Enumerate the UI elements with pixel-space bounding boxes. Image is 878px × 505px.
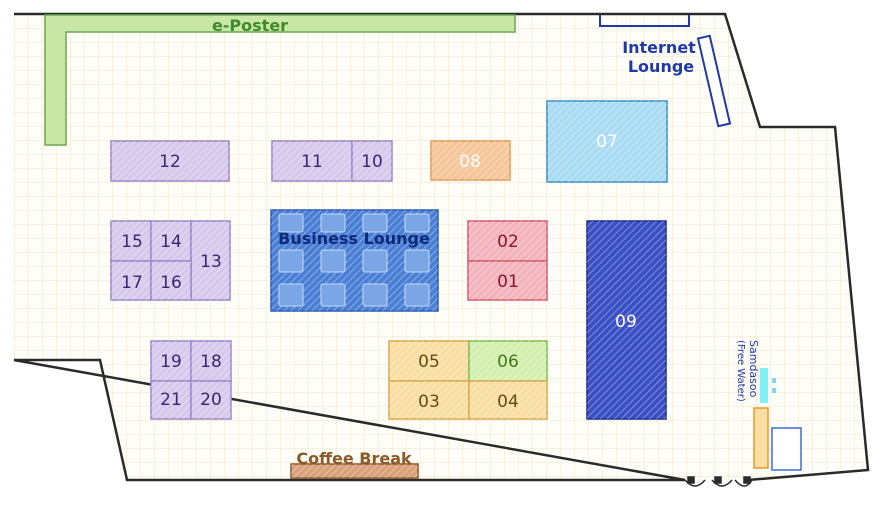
booth-02-label: 02 — [497, 232, 519, 252]
booth-21[interactable]: 21 — [150, 380, 192, 420]
lounge-tables — [278, 213, 430, 307]
water-drop-icon — [772, 378, 776, 393]
booth-11[interactable]: 11 — [271, 140, 353, 182]
booth-07[interactable]: 07 — [546, 100, 668, 183]
water-dispenser — [760, 368, 768, 403]
booth-09-label: 09 — [615, 312, 637, 332]
booth-12[interactable]: 12 — [110, 140, 230, 182]
coffee-break[interactable]: Coffee Break — [290, 449, 419, 479]
booth-02[interactable]: 02 — [467, 220, 548, 262]
hall-wall — [13, 12, 870, 482]
booth-05[interactable]: 05 — [388, 340, 470, 382]
booth-10[interactable]: 10 — [351, 140, 393, 182]
booth-18[interactable]: 18 — [190, 340, 232, 382]
coffee-break-label: Coffee Break — [296, 449, 412, 468]
samdasoo-label: Samdasoo — [747, 340, 760, 398]
booth-21-label: 21 — [160, 390, 182, 410]
entrance-doors — [684, 476, 753, 487]
booth-03-label: 03 — [418, 392, 440, 412]
booth-08[interactable]: 08 — [430, 140, 511, 181]
booth-01[interactable]: 01 — [467, 260, 548, 301]
booth-20[interactable]: 20 — [190, 380, 232, 420]
booth-08-label: 08 — [459, 152, 481, 172]
booth-16-label: 16 — [160, 273, 182, 293]
internet-lounge-desk[interactable] — [696, 34, 732, 128]
booth-10-label: 10 — [361, 152, 383, 172]
internet-lounge-counter[interactable] — [599, 15, 690, 27]
booth-16[interactable]: 16 — [150, 260, 192, 301]
business-lounge[interactable]: Business Lounge — [270, 209, 439, 312]
booth-14-label: 14 — [160, 232, 182, 252]
booth-18-label: 18 — [200, 352, 222, 372]
internet-lounge-label-1: Internet — [622, 38, 696, 57]
booth-17-label: 17 — [121, 273, 143, 293]
eposter-area[interactable] — [44, 14, 516, 146]
booth-17[interactable]: 17 — [110, 260, 152, 301]
booth-20-label: 20 — [200, 390, 222, 410]
booth-09[interactable]: 09 — [586, 220, 667, 420]
booth-19-label: 19 — [160, 352, 182, 372]
booth-03[interactable]: 03 — [388, 380, 470, 420]
business-lounge-label: Business Lounge — [278, 229, 430, 248]
booth-15-label: 15 — [121, 232, 143, 252]
booth-15[interactable]: 15 — [110, 220, 152, 262]
booth-04[interactable]: 04 — [468, 380, 548, 420]
booth-19[interactable]: 19 — [150, 340, 192, 382]
samdasoo-station[interactable]: Samdasoo (Free Water) — [735, 340, 802, 471]
booth-13-label: 13 — [200, 252, 222, 272]
booth-05-label: 05 — [418, 352, 440, 372]
water-table — [771, 427, 802, 471]
booth-11-label: 11 — [301, 152, 323, 172]
water-counter — [753, 407, 769, 469]
eposter-label: e-Poster — [212, 16, 288, 35]
booth-06-label: 06 — [497, 352, 519, 372]
booth-04-label: 04 — [497, 392, 519, 412]
booth-12-label: 12 — [159, 152, 181, 172]
booth-07-label: 07 — [596, 132, 618, 152]
booth-06[interactable]: 06 — [468, 340, 548, 382]
booth-01-label: 01 — [497, 272, 519, 292]
free-water-label: (Free Water) — [735, 340, 746, 402]
booth-14[interactable]: 14 — [150, 220, 192, 262]
internet-lounge-label-2: Lounge — [628, 57, 694, 76]
booth-13[interactable]: 13 — [190, 220, 231, 301]
